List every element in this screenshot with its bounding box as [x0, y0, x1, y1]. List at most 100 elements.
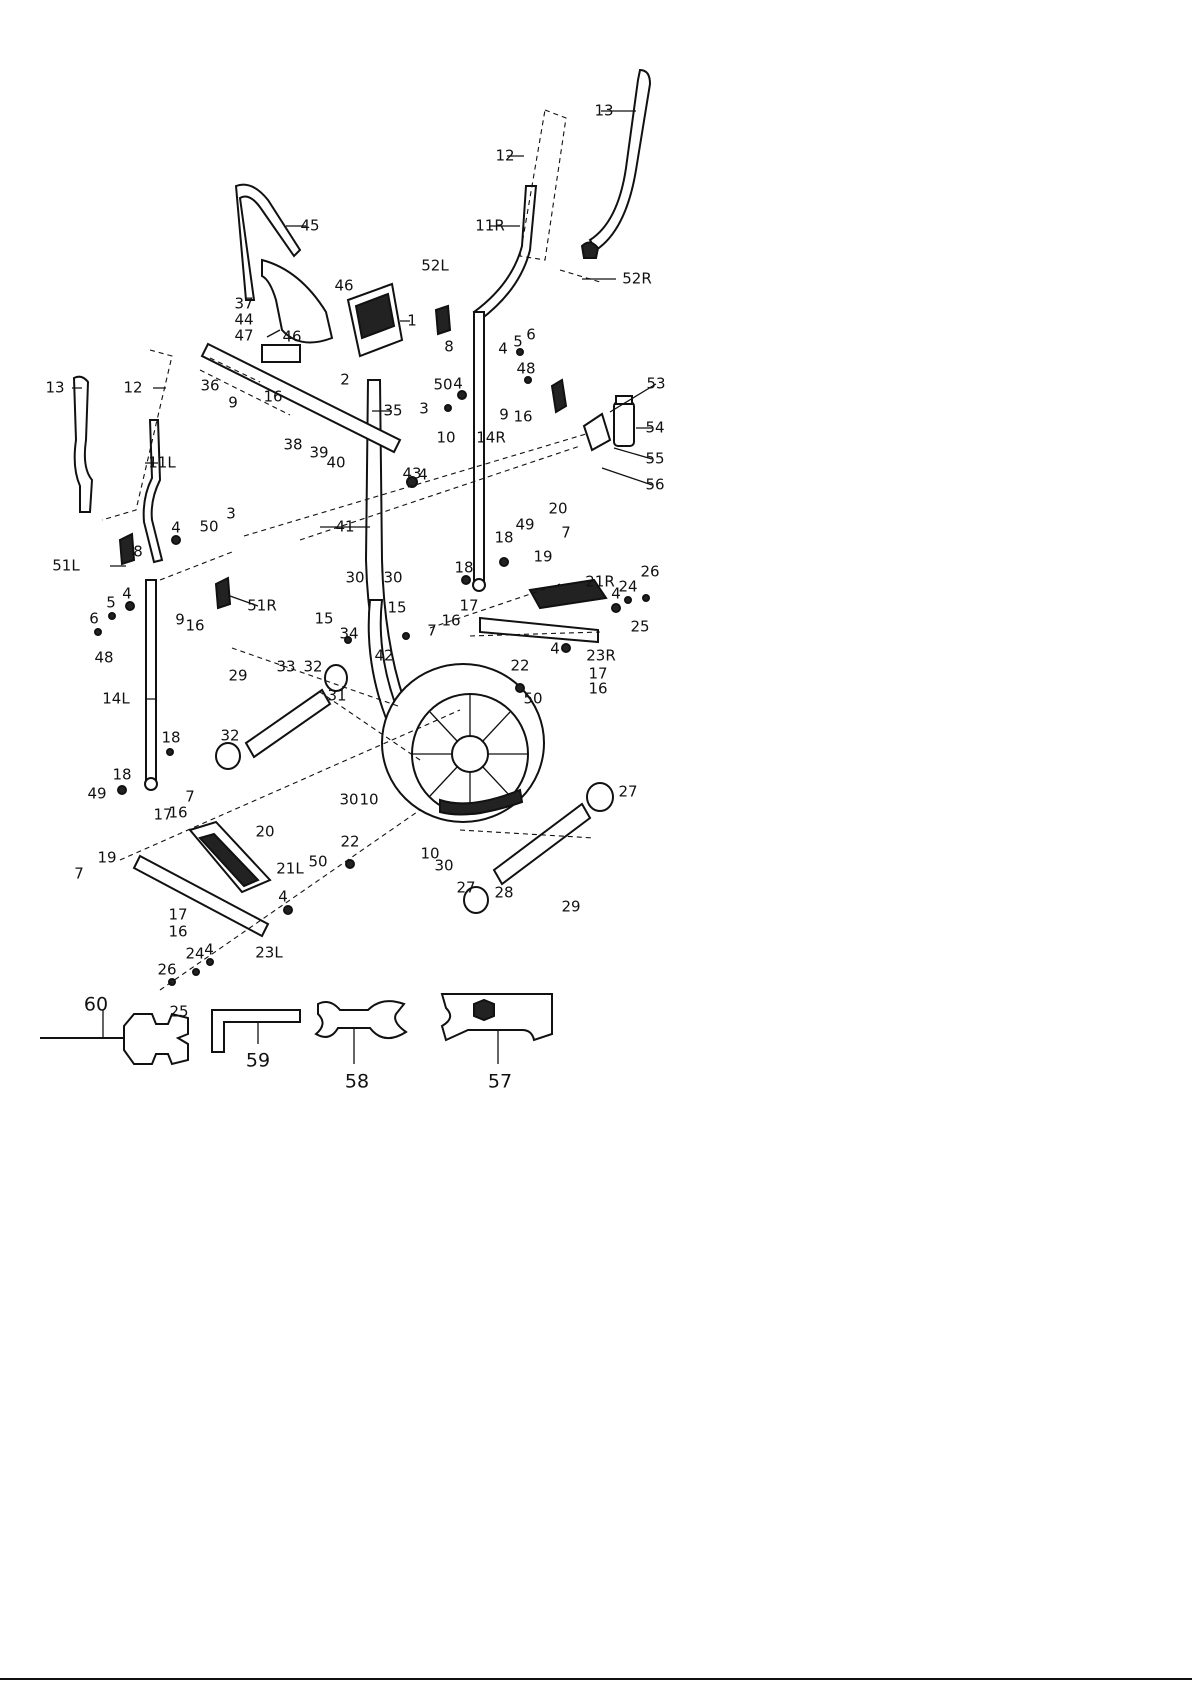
part-label-70: 27	[618, 783, 637, 801]
part-label-90: 41	[335, 518, 354, 536]
part-label-14: 5	[106, 594, 116, 612]
part-label-30: 11R	[475, 217, 505, 235]
part-label-27: 10	[359, 791, 378, 809]
part-label-67: 25	[169, 1003, 188, 1021]
part-label-80: 32	[303, 658, 322, 676]
part-label-48: 17	[153, 806, 172, 824]
part-label-111: 54	[645, 419, 664, 437]
part-label-85: 36	[200, 377, 219, 395]
part-label-106: 51L	[52, 557, 80, 575]
part-label-72: 28	[494, 884, 513, 902]
tool-59-hex-key	[211, 1009, 301, 1053]
leader-lines	[72, 110, 657, 700]
handle-caps	[118, 304, 568, 610]
part-label-112: 55	[645, 450, 664, 468]
part-label-24: 9	[499, 406, 509, 424]
part-label-26: 10	[436, 429, 455, 447]
part-label-96: 46	[282, 328, 301, 346]
handlebar	[234, 183, 334, 344]
part-label-97: 47	[234, 327, 253, 345]
part-label-47: 17	[588, 665, 607, 683]
crossbar	[199, 342, 402, 454]
part-label-56: 20	[548, 500, 567, 518]
part-label-82: 33	[276, 658, 295, 676]
part-label-95: 46	[334, 277, 353, 295]
part-label-86: 37	[234, 295, 253, 313]
part-label-38: 15	[314, 610, 333, 628]
part-label-94: 45	[300, 217, 319, 235]
part-label-87: 38	[283, 436, 302, 454]
fasteners	[94, 348, 650, 986]
tool-label-0: 60	[84, 994, 108, 1016]
part-label-25: 9	[175, 611, 185, 629]
part-label-103: 50	[433, 376, 452, 394]
part-label-22: 8	[133, 543, 143, 561]
part-label-74: 29	[561, 898, 580, 916]
part-label-41: 16	[185, 617, 204, 635]
part-label-20: 7	[74, 865, 84, 883]
part-label-5: 4	[453, 375, 463, 393]
rear-stabilizer	[215, 664, 348, 770]
part-label-109: 52R	[622, 270, 652, 288]
part-label-84: 35	[383, 402, 402, 420]
tool-label-2: 58	[345, 1071, 369, 1093]
tool-58-wrench	[314, 1000, 408, 1064]
part-label-3: 3	[226, 505, 236, 523]
right-pedal	[479, 578, 608, 644]
bottle-holder	[582, 395, 635, 452]
part-label-2: 3	[419, 400, 429, 418]
part-label-29: 11L	[148, 454, 176, 472]
right-lower-arm	[472, 311, 486, 592]
part-label-33: 13	[594, 102, 613, 120]
part-label-53: 18	[112, 766, 131, 784]
part-label-98: 48	[516, 360, 535, 378]
part-label-15: 6	[526, 326, 536, 344]
part-label-11: 4	[278, 888, 288, 906]
part-label-68: 26	[640, 563, 659, 581]
part-label-51: 18	[454, 559, 473, 577]
part-label-9: 4	[611, 585, 621, 603]
part-label-7: 4	[171, 519, 181, 537]
part-label-64: 24	[618, 578, 637, 596]
part-label-108: 52L	[421, 257, 449, 275]
part-label-102: 50	[199, 518, 218, 536]
part-label-100: 49	[515, 516, 534, 534]
part-label-88: 39	[309, 444, 328, 462]
part-label-10: 4	[550, 640, 560, 658]
part-label-43: 16	[588, 680, 607, 698]
part-label-62: 23R	[586, 647, 616, 665]
tool-60-wrench	[40, 1010, 189, 1066]
part-label-0: 1	[407, 312, 417, 330]
part-label-66: 25	[630, 618, 649, 636]
part-label-44: 16	[168, 804, 187, 822]
part-label-91: 42	[374, 647, 393, 665]
part-label-71: 27	[456, 879, 475, 897]
part-label-57: 20	[255, 823, 274, 841]
part-label-35: 14R	[476, 429, 506, 447]
left-pedal	[132, 820, 272, 938]
part-label-107: 51R	[247, 597, 277, 615]
front-stabilizer	[463, 782, 614, 914]
part-label-65: 24	[185, 945, 204, 963]
part-label-32: 12	[123, 379, 142, 397]
part-label-77: 30	[339, 791, 358, 809]
console	[346, 282, 404, 358]
part-label-49: 17	[168, 906, 187, 924]
part-label-17: 7	[561, 524, 571, 542]
part-label-76: 30	[383, 569, 402, 587]
part-label-105: 50	[308, 853, 327, 871]
part-label-92: 43	[402, 465, 421, 483]
part-label-28: 10	[420, 845, 439, 863]
part-label-75: 30	[345, 569, 364, 587]
part-label-45: 16	[168, 923, 187, 941]
tool-label-1: 59	[246, 1050, 270, 1072]
part-label-31: 12	[495, 147, 514, 165]
left-upper-arm	[72, 349, 173, 564]
part-label-93: 44	[234, 311, 253, 329]
part-label-13: 5	[513, 333, 523, 351]
part-label-19: 7	[185, 788, 195, 806]
part-label-55: 19	[97, 849, 116, 867]
part-label-4: 4	[498, 340, 508, 358]
